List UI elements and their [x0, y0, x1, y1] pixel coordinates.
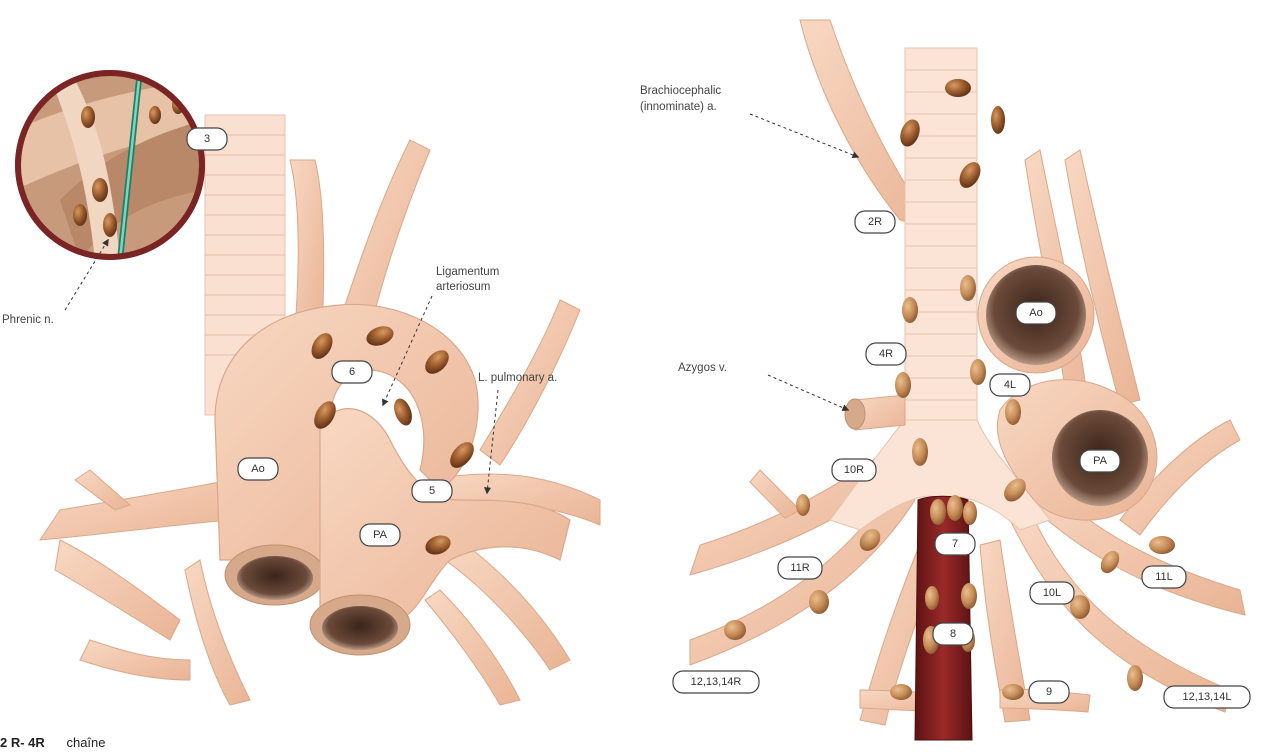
svg-text:Ao: Ao: [1029, 307, 1042, 319]
station-tag-12-13-14l: 12,13,14L: [1164, 686, 1250, 708]
azygos-lumen: [845, 399, 865, 429]
svg-text:6: 6: [349, 366, 355, 378]
caption-text: chaîne: [66, 735, 105, 750]
azygos-label: Azygos v.: [678, 362, 727, 374]
station-tag-pa-left: PA: [360, 524, 400, 546]
station-tag-11l: 11L: [1142, 566, 1186, 588]
svg-text:2R: 2R: [868, 216, 882, 228]
brachiocephalic-label-line2: (innominate) a.: [640, 101, 717, 113]
svg-text:PA: PA: [373, 529, 388, 541]
station-tag-11r: 11R: [778, 557, 822, 579]
svg-text:11L: 11L: [1155, 571, 1173, 583]
station-tag-pa-right: PA: [1080, 450, 1120, 472]
svg-text:PA: PA: [1093, 455, 1108, 467]
left-great-vessels: [290, 140, 430, 330]
svg-text:4R: 4R: [879, 348, 893, 360]
station-tag-10l: 10L: [1030, 582, 1074, 604]
svg-text:7: 7: [952, 538, 958, 550]
brachiocephalic-label-line1: Brachiocephalic: [640, 85, 721, 97]
svg-text:10R: 10R: [844, 464, 864, 476]
svg-text:4L: 4L: [1004, 379, 1016, 391]
svg-text:12,13,14R: 12,13,14R: [691, 676, 742, 688]
svg-text:11R: 11R: [790, 562, 809, 574]
station-tag-7: 7: [935, 533, 975, 555]
station-tag-4l: 4L: [990, 374, 1030, 396]
right-figure: Brachiocephalic (innominate) a. Azygos v…: [640, 20, 1250, 740]
left-figure: Phrenic n. Ligamentum arteriosum L. pulm…: [2, 70, 600, 705]
station-tag-10r: 10R: [832, 459, 876, 481]
station-tag-2r: 2R: [855, 211, 895, 233]
svg-text:Ao: Ao: [251, 463, 264, 475]
station-tag-12-13-14r: 12,13,14R: [673, 671, 759, 693]
svg-text:10L: 10L: [1043, 587, 1061, 599]
station-tag-8: 8: [933, 623, 973, 645]
svg-text:9: 9: [1046, 686, 1052, 698]
phrenic-label: Phrenic n.: [2, 314, 54, 326]
svg-text:5: 5: [429, 485, 435, 497]
caption-bold: 2 R- 4R: [0, 735, 45, 750]
station-tag-9: 9: [1029, 681, 1069, 703]
ligamentum-label-line2: arteriosum: [436, 281, 490, 293]
station-tag-4r: 4R: [866, 343, 906, 365]
magnified-inset: [15, 70, 205, 260]
svg-text:8: 8: [950, 628, 956, 640]
azygos-arrow: [768, 375, 848, 410]
svg-text:3: 3: [204, 133, 210, 145]
svg-text:12,13,14L: 12,13,14L: [1183, 691, 1232, 703]
caption: 2 R- 4R chaîne: [0, 735, 106, 750]
station-tag-ao-left: Ao: [238, 458, 278, 480]
station-tag-6: 6: [332, 361, 372, 383]
station-tag-3: 3: [187, 128, 227, 150]
lpa-label: L. pulmonary a.: [478, 372, 557, 384]
station-tag-ao-right: Ao: [1016, 302, 1056, 324]
station-tag-5: 5: [412, 480, 452, 502]
ligamentum-label-line1: Ligamentum: [436, 266, 499, 278]
